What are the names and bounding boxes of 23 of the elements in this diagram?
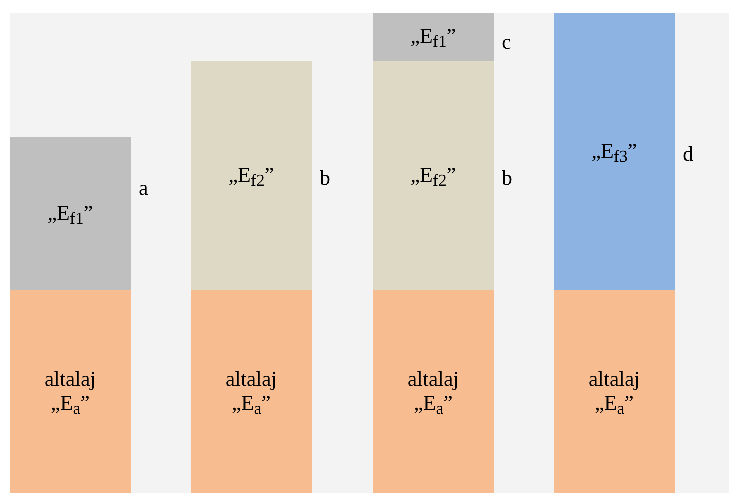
side-letter: a — [139, 178, 148, 199]
block-label: altalaj „E$_{a}$” — [224, 368, 278, 415]
block-label: „E$_{f3}$” — [592, 140, 638, 164]
block-label: altalaj „E$_{a}$” — [406, 368, 460, 415]
block-label: „E$_{f2}$” — [228, 164, 274, 188]
stacked-block — [373, 61, 494, 290]
side-letter: b — [320, 168, 330, 189]
block-label: „E$_{f1}$” — [48, 202, 94, 226]
block-label: „E$_{f2}$” — [410, 164, 456, 188]
stacked-block — [554, 13, 675, 290]
stacked-block — [10, 290, 131, 493]
stacked-block — [191, 61, 312, 290]
stacked-block — [191, 290, 312, 493]
side-letter: c — [502, 32, 512, 53]
stacked-block — [10, 137, 131, 290]
side-letter: b — [502, 168, 512, 189]
block-label: „E$_{f1}$” — [410, 25, 456, 49]
block-label: altalaj „E$_{a}$” — [588, 368, 642, 415]
side-letter: d — [683, 144, 694, 165]
stacked-block — [373, 290, 494, 493]
block-label: altalaj „E$_{a}$” — [44, 368, 98, 415]
stacked-block — [554, 290, 675, 493]
stacked-block — [373, 13, 494, 61]
